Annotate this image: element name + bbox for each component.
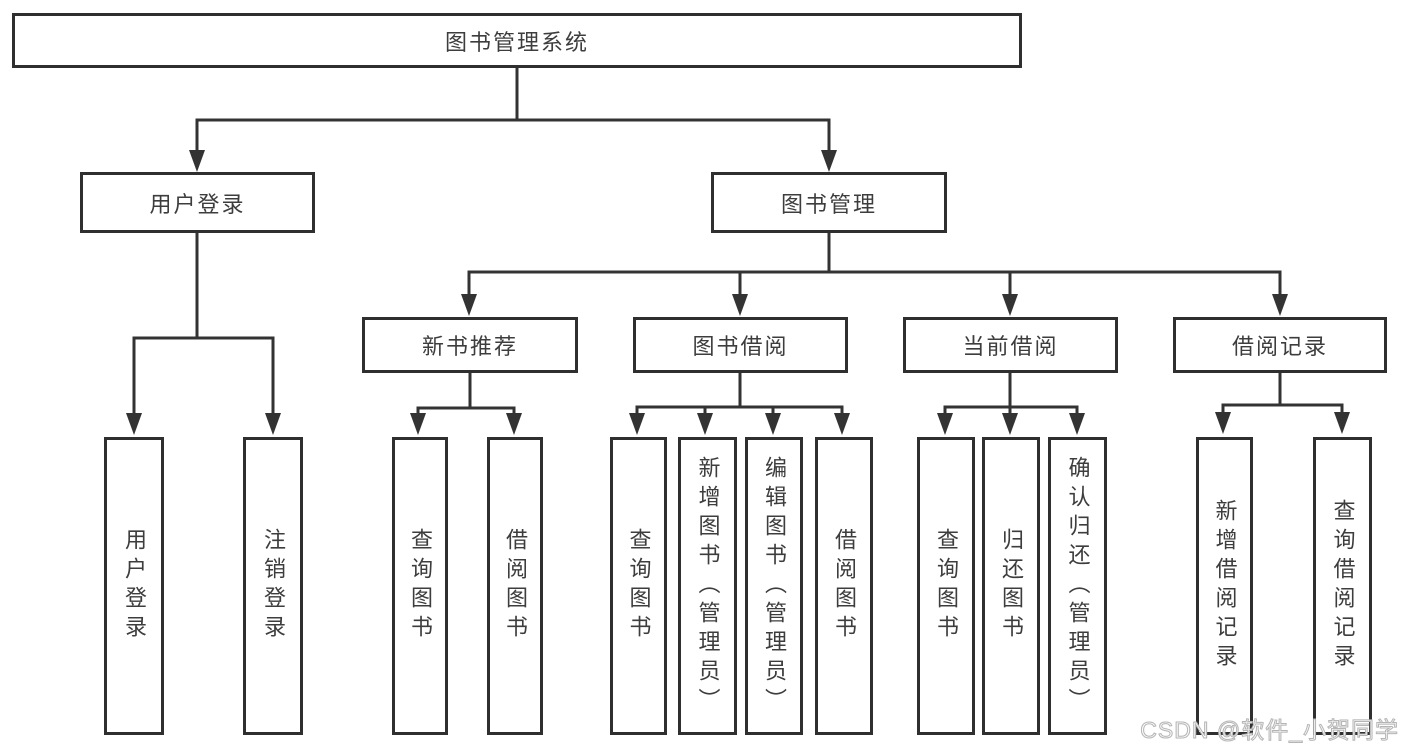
node-user-login: 用户登录 [80,172,315,233]
leaf-return-books: 归还图书 [982,437,1040,735]
node-root-system: 图书管理系统 [12,13,1022,68]
leaf-query-books-1: 查询图书 [392,437,448,735]
node-book-borrow: 图书借阅 [633,317,848,373]
leaf-query-borrow-record: 查询借阅记录 [1313,437,1372,735]
connector-current-borrow-to-leaves [937,373,1085,435]
connector-user-login-to-leaves [126,233,281,435]
leaf-edit-books-admin: 编辑图书（管理员） [745,437,803,735]
leaf-add-books-admin: 新增图书（管理员） [678,437,737,735]
leaf-add-borrow-record: 新增借阅记录 [1196,437,1253,735]
connector-book-borrow-to-leaves [629,373,850,435]
connector-book-mgmt-to-level3 [461,233,1288,316]
leaf-query-books-3: 查询图书 [917,437,975,735]
leaf-borrow-books-2: 借阅图书 [815,437,873,735]
node-book-management: 图书管理 [711,172,947,233]
connector-root-to-level2 [189,68,837,172]
node-new-books: 新书推荐 [362,317,578,373]
csdn-watermark: CSDN @软件_小贺同学 [1140,717,1399,744]
leaf-borrow-books-1: 借阅图书 [487,437,543,735]
leaf-logout: 注销登录 [243,437,303,735]
node-borrow-records: 借阅记录 [1173,317,1387,373]
node-current-borrow: 当前借阅 [903,317,1118,373]
connector-new-books-to-leaves [410,373,522,435]
connector-borrow-records-to-leaves [1215,373,1350,434]
leaf-user-login: 用户登录 [104,437,164,735]
leaf-confirm-return-admin: 确认归还（管理员） [1048,437,1107,735]
leaf-query-books-2: 查询图书 [610,437,667,735]
